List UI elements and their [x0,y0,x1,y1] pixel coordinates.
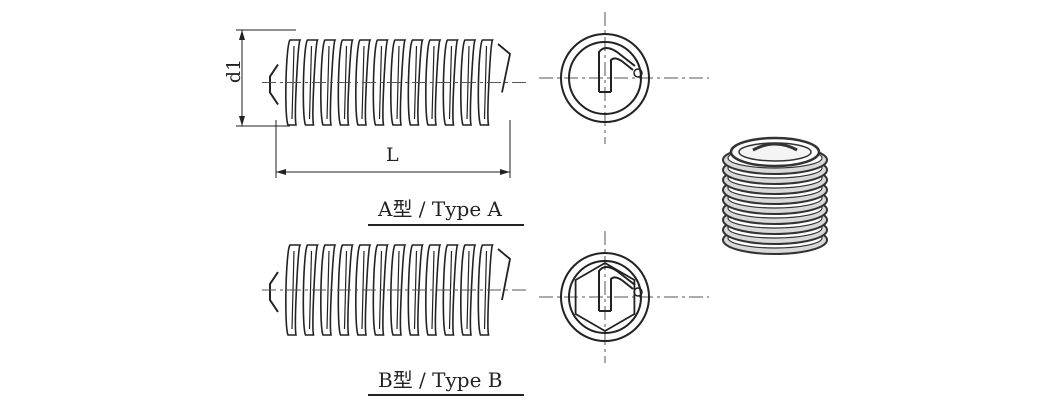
type-a-coil-edge [308,45,313,120]
type-b-caption: B型 / Type B [378,368,503,392]
dim-d1-label: d1 [223,58,246,84]
type-b-coil-edge [308,250,313,330]
perspective-top-bore [738,142,812,162]
type-a-end-tang-outer [598,47,636,92]
type-b-underline [368,394,524,396]
perspective-tang [752,142,798,152]
type-b-coil-edge [326,250,330,330]
type-b-end-tang-outer [598,266,636,311]
type-b-end-notch [633,287,643,297]
type-a-coil-edge [326,45,330,120]
type-a-tang [269,63,279,106]
type-a-end-tip [497,43,511,93]
dim-d1-arrow-top [239,30,245,40]
type-b-end-inner-ring [568,260,642,334]
type-b-end-tang-inner [610,276,634,311]
type-a-coil-edge [483,45,488,120]
dim-L-label: L [386,144,399,166]
type-a-caption: A型 / Type A [378,197,502,221]
type-a-end-inner-ring [568,41,642,115]
type-b-coil-edge [483,250,488,330]
type-b-end-tip [497,248,511,301]
type-b-end-hex-bore [574,261,636,333]
type-a-end-tang-inner [610,57,634,92]
type-b-tang [269,271,279,313]
type-a-underline [368,224,524,226]
dim-d1-arrow-bottom [239,116,245,126]
dim-L-arrow-right [500,169,510,175]
type-a-end-outer-ring [560,33,650,123]
type-b-end-outer-ring [560,252,650,342]
dim-L-arrow-left [276,169,286,175]
type-a-end-notch [633,68,643,78]
